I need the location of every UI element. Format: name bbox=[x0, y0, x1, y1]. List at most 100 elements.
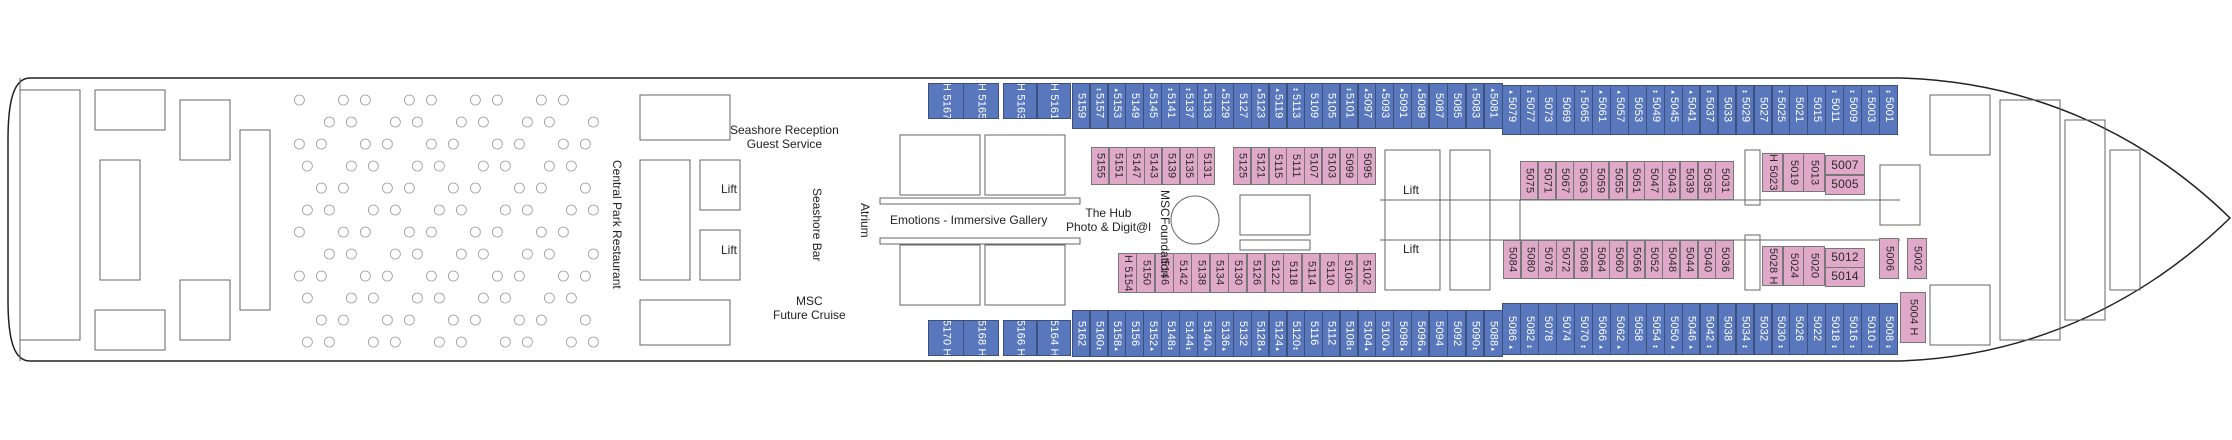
cabin[interactable]: 5045▸ bbox=[1664, 85, 1683, 135]
cabin[interactable]: 5123▸ bbox=[1251, 83, 1270, 129]
venue-the-hub[interactable]: The Hub Photo & Digit@l bbox=[1066, 206, 1151, 234]
cabin[interactable]: 5008•• bbox=[1879, 303, 1898, 355]
cabin[interactable]: 5099 bbox=[1339, 147, 1358, 185]
cabin[interactable]: 5020 bbox=[1803, 246, 1825, 286]
cabin[interactable]: 5128▸ bbox=[1251, 310, 1270, 357]
cabin[interactable]: 5086▸ bbox=[1502, 303, 1521, 355]
cabin[interactable]: 5122 bbox=[1264, 253, 1284, 293]
cabin[interactable]: H 5165 bbox=[963, 83, 999, 119]
cabin[interactable]: 5019 bbox=[1782, 153, 1804, 192]
cabin[interactable]: 5100▸ bbox=[1375, 310, 1394, 357]
cabin[interactable]: 5098▸ bbox=[1393, 310, 1412, 357]
cabin[interactable]: 5139 bbox=[1161, 147, 1180, 185]
cabin[interactable]: 5110 bbox=[1319, 253, 1339, 293]
cabin[interactable]: 5069 bbox=[1556, 85, 1575, 135]
cabin[interactable]: 5040 bbox=[1697, 240, 1716, 279]
cabin[interactable]: 5041▸ bbox=[1682, 85, 1701, 135]
cabin[interactable]: 5078 bbox=[1538, 303, 1557, 355]
cabin[interactable]: 5087 bbox=[1429, 83, 1448, 129]
cabin[interactable]: 5107 bbox=[1304, 147, 1323, 185]
cabin[interactable]: 5088▸ bbox=[1483, 310, 1503, 357]
cabin[interactable]: 5133▸ bbox=[1197, 83, 1216, 129]
cabin[interactable]: 5147 bbox=[1126, 147, 1145, 185]
cabin[interactable]: 5085 bbox=[1447, 83, 1466, 129]
cabin[interactable]: 5104▸ bbox=[1357, 310, 1376, 357]
cabin[interactable]: 5120•• bbox=[1286, 310, 1305, 357]
cabin[interactable]: 5005 bbox=[1825, 174, 1865, 195]
cabin[interactable]: 5118 bbox=[1283, 253, 1303, 293]
cabin[interactable]: 5030•• bbox=[1771, 303, 1790, 355]
cabin[interactable]: 5056 bbox=[1626, 240, 1646, 279]
cabin[interactable]: 5138 bbox=[1191, 253, 1211, 293]
cabin[interactable]: 5103 bbox=[1321, 147, 1340, 185]
cabin[interactable]: 5018•• bbox=[1825, 303, 1844, 355]
cabin[interactable]: 5129▸ bbox=[1215, 83, 1234, 129]
cabin[interactable]: 5093▸ bbox=[1375, 83, 1394, 129]
cabin[interactable]: 5114 bbox=[1301, 253, 1321, 293]
cabin[interactable]: 5101•• bbox=[1339, 83, 1359, 129]
cabin[interactable]: 5140▸ bbox=[1197, 310, 1216, 357]
cabin[interactable]: 5115 bbox=[1268, 147, 1287, 185]
cabin[interactable]: 5170 H bbox=[928, 320, 964, 356]
cabin[interactable]: 5166 H bbox=[1003, 320, 1037, 356]
cabin[interactable]: 5096▸ bbox=[1411, 310, 1430, 357]
cabin[interactable]: 5091▸ bbox=[1393, 83, 1412, 129]
cabin[interactable]: 5026 bbox=[1789, 303, 1808, 355]
cabin[interactable]: 5077•• bbox=[1520, 85, 1539, 135]
cabin[interactable]: 5059 bbox=[1591, 161, 1610, 200]
cabin[interactable]: 5109 bbox=[1304, 83, 1323, 129]
cabin[interactable]: 5158▸ bbox=[1107, 310, 1126, 357]
cabin[interactable]: 5136▸ bbox=[1215, 310, 1234, 357]
cabin[interactable]: 5054•• bbox=[1646, 303, 1665, 355]
cabin[interactable]: 5004 H bbox=[1900, 292, 1926, 343]
venue-central-park-restaurant[interactable]: Central Park Restaurant bbox=[610, 160, 624, 289]
cabin[interactable]: 5156 bbox=[1125, 310, 1144, 357]
cabin[interactable]: 5025•• bbox=[1771, 85, 1790, 135]
cabin[interactable]: 5060 bbox=[1609, 240, 1628, 279]
cabin[interactable]: 5160•• bbox=[1089, 310, 1108, 357]
cabin[interactable]: 5127 bbox=[1233, 83, 1252, 129]
cabin[interactable]: 5164 H bbox=[1036, 320, 1071, 356]
cabin[interactable]: 5039 bbox=[1679, 161, 1698, 200]
cabin[interactable]: 5012 bbox=[1825, 248, 1865, 268]
cabin[interactable]: 5076 bbox=[1538, 240, 1557, 279]
cabin[interactable]: 5119▸ bbox=[1268, 83, 1287, 129]
cabin[interactable]: 5033 bbox=[1717, 85, 1737, 135]
cabin[interactable]: 5152▸ bbox=[1143, 310, 1162, 357]
cabin[interactable]: 5048 bbox=[1662, 240, 1681, 279]
cabin[interactable]: 5073 bbox=[1538, 85, 1557, 135]
cabin[interactable]: 5079▸ bbox=[1502, 85, 1521, 135]
cabin[interactable]: 5047 bbox=[1644, 161, 1663, 200]
cabin[interactable]: H 5163 bbox=[1003, 83, 1037, 119]
cabin[interactable]: 5022 bbox=[1807, 303, 1826, 355]
cabin[interactable]: 5090•• bbox=[1465, 310, 1485, 357]
cabin[interactable]: 5148•• bbox=[1161, 310, 1180, 357]
venue-emotions-gallery[interactable]: Emotions - Immersive Gallery bbox=[890, 213, 1048, 227]
cabin[interactable]: 5159 bbox=[1072, 83, 1091, 129]
cabin[interactable]: 5142 bbox=[1173, 253, 1192, 293]
cabin[interactable]: 5024 bbox=[1782, 246, 1804, 286]
cabin[interactable]: 5011•• bbox=[1825, 85, 1844, 135]
cabin[interactable]: 5102 bbox=[1356, 253, 1376, 293]
cabin[interactable]: 5057▸ bbox=[1610, 85, 1629, 135]
cabin[interactable]: 5074 bbox=[1556, 303, 1575, 355]
cabin[interactable]: 5130 bbox=[1228, 253, 1248, 293]
cabin[interactable]: 5050▸ bbox=[1664, 303, 1683, 355]
cabin[interactable]: 5031 bbox=[1715, 161, 1734, 200]
cabin[interactable]: 5082•• bbox=[1520, 303, 1539, 355]
cabin[interactable]: 5062▸ bbox=[1610, 303, 1629, 355]
cabin[interactable]: 5137•• bbox=[1179, 83, 1198, 129]
cabin[interactable]: 5111 bbox=[1286, 147, 1305, 185]
cabin[interactable]: 5157•• bbox=[1089, 83, 1108, 129]
cabin[interactable]: 5113•• bbox=[1286, 83, 1305, 129]
cabin[interactable]: 5006 bbox=[1879, 238, 1899, 279]
cabin[interactable]: 5032 bbox=[1753, 303, 1772, 355]
cabin[interactable]: H 5154 bbox=[1118, 253, 1137, 293]
cabin[interactable]: 5070•• bbox=[1574, 303, 1593, 355]
cabin[interactable]: 5014 bbox=[1825, 267, 1865, 287]
cabin[interactable]: 5001•• bbox=[1879, 85, 1898, 135]
cabin[interactable]: 5068 bbox=[1573, 240, 1592, 279]
cabin[interactable]: 5051 bbox=[1626, 161, 1645, 200]
cabin[interactable]: 5146 bbox=[1154, 253, 1174, 293]
cabin[interactable]: 5003•• bbox=[1861, 85, 1880, 135]
